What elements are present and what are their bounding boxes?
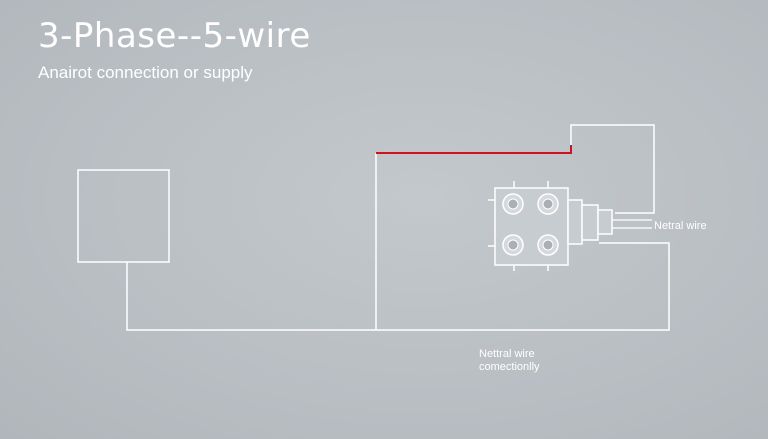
terminal-block [488, 181, 613, 271]
neutral-wire-label: Netral wire [654, 220, 707, 232]
phase-wire-red [376, 145, 572, 154]
diagram-subtitle: Anairot connection or supply [38, 63, 253, 82]
bottom-label: Nettral wire comectionlly [479, 348, 540, 374]
diagram-title: 3-Phase--5-wire [38, 16, 311, 56]
bottom-label-line1: Nettral wire [479, 348, 535, 360]
bottom-wire [126, 242, 670, 331]
bottom-label-line2: comectionlly [479, 361, 540, 373]
connector-body [567, 199, 583, 245]
supply-box [77, 169, 170, 263]
top-loop-wire [570, 124, 655, 214]
